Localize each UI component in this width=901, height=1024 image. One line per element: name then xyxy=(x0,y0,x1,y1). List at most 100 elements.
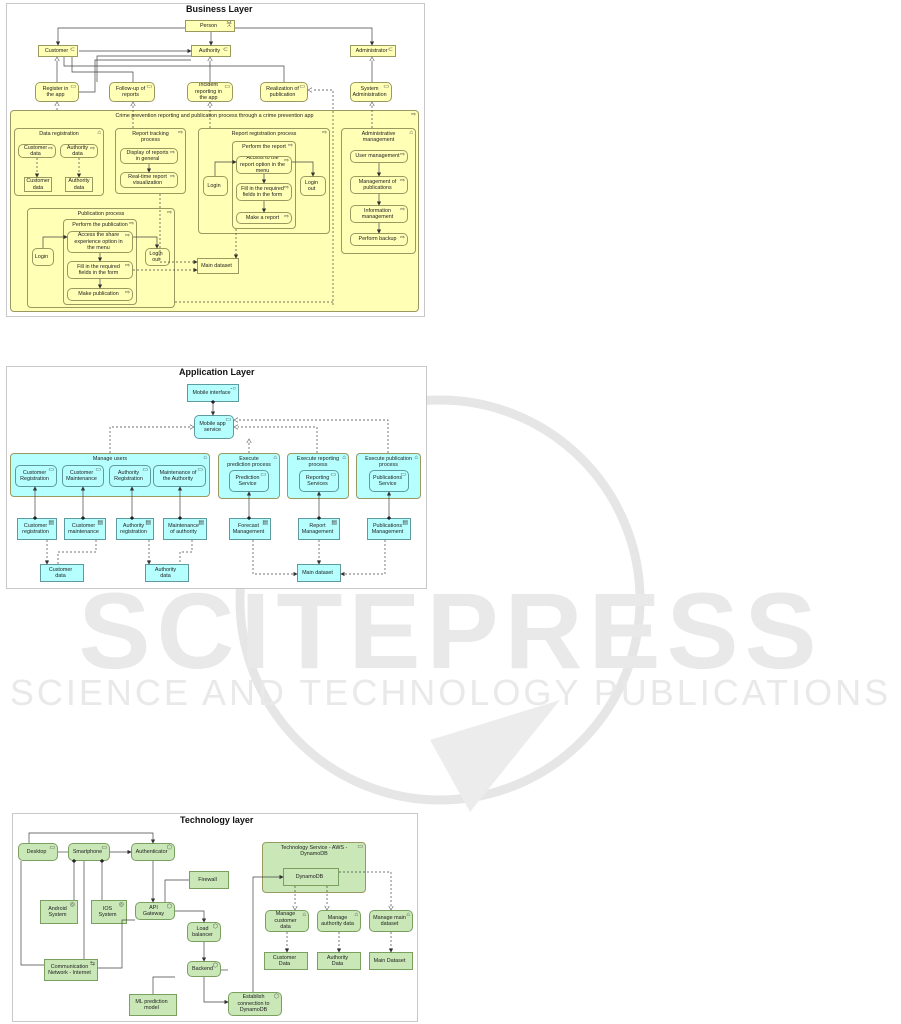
reporting-services: Reporting Services▭ xyxy=(299,470,339,492)
authority-data-object: Authority data xyxy=(65,177,93,192)
service-icon: ▭ xyxy=(225,417,231,423)
authority-data-artifact: Authority Data xyxy=(317,952,361,970)
authenticator-node: Authenticator⬡ xyxy=(131,843,175,861)
customer-data-artifact: Customer Data xyxy=(264,952,308,970)
publications-service: Publications Service▭ xyxy=(369,470,409,492)
system-software-icon: ◎ xyxy=(118,902,124,908)
login-event-2: Login xyxy=(32,248,54,266)
customer-registration-service: Customer Registration▭ xyxy=(15,465,57,487)
authority-maintenance-component: Maintenance of authority▤ xyxy=(163,518,207,540)
logout-event: Login out xyxy=(300,176,326,196)
information-management-process: Information management⇨ xyxy=(350,205,408,223)
fill-report-process: Fill in the required fields in the form⇨ xyxy=(236,183,292,201)
tech-service-icon: ▭ xyxy=(357,844,363,850)
realtime-report-process: Real-time report visualization⇨ xyxy=(120,172,178,188)
service-icon: ▭ xyxy=(224,84,230,90)
crime-prevention-group-label: Crime prevention reporting and publicati… xyxy=(115,113,314,119)
establish-connection-node: Establish connection to DynamoDB⬡ xyxy=(228,992,282,1016)
prediction-service: Prediction Service▭ xyxy=(229,470,269,492)
customer-registration-component: Customer registration▤ xyxy=(17,518,57,540)
function-icon: ⌂ xyxy=(97,130,101,136)
process-icon: ⇨ xyxy=(177,130,183,136)
android-system: Android System◎ xyxy=(40,900,78,924)
sysadmin-service: System Administration▭ xyxy=(350,82,392,102)
watermark-brand: SCITEPRESS xyxy=(78,570,823,691)
customer-maintenance-component: Customer maintenance▤ xyxy=(64,518,106,540)
communication-network: Communication Network - Internet⇆ xyxy=(44,959,98,981)
logout-event-2: Login out xyxy=(145,248,170,266)
process-icon: ⇨ xyxy=(283,185,289,191)
process-icon: ⇨ xyxy=(89,146,95,152)
service-icon: ▭ xyxy=(299,84,305,90)
forecast-management-component: Forecast Management▤ xyxy=(229,518,271,540)
authority-data-function: Authority data⇨ xyxy=(60,144,98,158)
component-icon: ▤ xyxy=(48,520,54,526)
api-gateway-node: API Gateway⬡ xyxy=(135,902,175,920)
ml-prediction-model: ML prediction model xyxy=(129,994,177,1016)
make-report-process: Make a report⇨ xyxy=(236,212,292,224)
manage-authority-data-function: Manage authority data⌂ xyxy=(317,910,361,932)
publications-management-component: Publications Management▤ xyxy=(367,518,411,540)
smartphone-device: Smartphone▭ xyxy=(68,843,110,861)
main-dataset-object: Main dataset xyxy=(197,258,239,274)
system-software-icon: ◎ xyxy=(69,902,75,908)
role-icon: ⊂ xyxy=(387,47,393,53)
firewall-node: Firewall xyxy=(189,871,229,889)
fill-publication-process: Fill in the required fields in the form⇨ xyxy=(67,261,133,279)
process-icon: ⇨ xyxy=(166,210,172,216)
followup-service: Follow-up of reports▭ xyxy=(109,82,155,102)
manage-customer-data-function: Manage customer data⌂ xyxy=(265,910,309,932)
access-share-process: Access the share experience option in th… xyxy=(67,231,133,253)
realization-service: Realization of publication▭ xyxy=(260,82,308,102)
customer-data-object: Customer data xyxy=(40,564,84,582)
manage-main-dataset-function: Manage main dataset⌂ xyxy=(369,910,413,932)
authority-registration-service: Authority Registration▭ xyxy=(109,465,151,487)
load-balancer-node: Load balancer⬡ xyxy=(187,922,221,942)
service-icon: ▭ xyxy=(146,84,152,90)
process-icon: ⇨ xyxy=(169,150,175,156)
interface-icon: -○ xyxy=(230,386,236,392)
backend-node: Backend⬡ xyxy=(187,961,221,977)
authority-data-object: Authority data xyxy=(145,564,189,582)
make-publication-process: Make publication⇨ xyxy=(67,288,133,301)
process-icon: ⇨ xyxy=(399,235,405,241)
access-report-process: Access to the report option in the menu⇨ xyxy=(236,156,292,174)
process-icon: ⇨ xyxy=(124,263,130,269)
technology-layer-title: Technology layer xyxy=(180,815,254,825)
process-icon: ⇨ xyxy=(124,233,130,239)
user-management-process: User management⇨ xyxy=(350,150,408,163)
customer-role: Customer⊂ xyxy=(38,45,78,57)
function-icon: ⌂ xyxy=(203,455,207,461)
report-management-component: Report Management▤ xyxy=(298,518,340,540)
administrator-role: Administrator⊂ xyxy=(350,45,396,57)
process-icon: ⇨ xyxy=(283,214,289,220)
device-icon: ▭ xyxy=(101,845,107,851)
dynamodb-node: DynamoDB xyxy=(283,868,339,886)
process-icon: ⇨ xyxy=(410,112,416,118)
customer-data-function: Customer data⇨ xyxy=(18,144,56,158)
authority-maintenance-service: Maintenance of the Authority▭ xyxy=(153,465,206,487)
actor-icon: 웃 xyxy=(226,22,232,28)
display-reports-process: Display of reports in general⇨ xyxy=(120,148,178,164)
authority-registration-component: Authority registration▤ xyxy=(116,518,154,540)
network-icon: ⇆ xyxy=(89,961,95,967)
process-icon: ⇨ xyxy=(128,221,134,227)
process-icon: ⇨ xyxy=(169,174,175,180)
process-icon: ⇨ xyxy=(47,146,53,152)
watermark-tagline: SCIENCE AND TECHNOLOGY PUBLICATIONS xyxy=(9,672,892,713)
login-event: Login xyxy=(203,176,228,196)
function-icon: ⌂ xyxy=(409,130,413,136)
process-icon: ⇨ xyxy=(283,158,289,164)
main-dataset-artifact: Main Dataset xyxy=(369,952,413,970)
process-icon: ⇨ xyxy=(321,130,327,136)
desktop-device: Desktop▭ xyxy=(18,843,58,861)
application-layer-title: Application Layer xyxy=(179,367,255,377)
main-dataset-object: Main dataset xyxy=(297,564,341,582)
service-icon: ▭ xyxy=(70,84,76,90)
mobile-app-service: Mobile app service▭ xyxy=(194,415,234,439)
incident-service: Incident reporting in the app▭ xyxy=(187,82,233,102)
mobile-interface: Mobile interface-○ xyxy=(187,384,239,402)
process-icon: ⇨ xyxy=(124,290,130,296)
node-icon: ⬡ xyxy=(166,845,172,851)
